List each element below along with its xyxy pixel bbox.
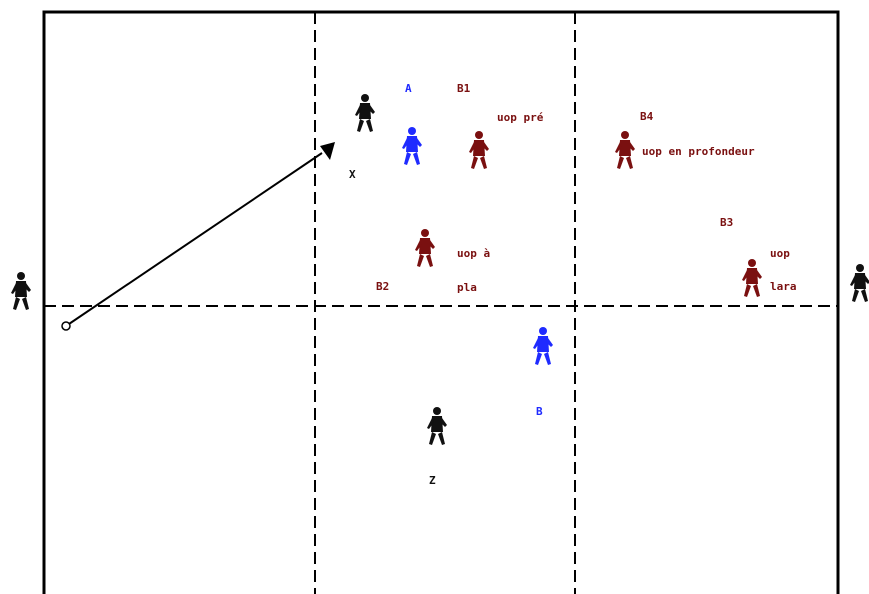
field-boundary bbox=[44, 12, 838, 594]
pass-line bbox=[66, 153, 322, 326]
player-figure-icon bbox=[415, 229, 435, 267]
player-b1-label: B1 bbox=[457, 82, 471, 95]
player-b2-note-line2: pla bbox=[457, 281, 477, 294]
player-b4-note: uop en profondeur bbox=[642, 145, 755, 158]
player-b-label: B bbox=[536, 405, 543, 418]
player-b3-note-line1: uop bbox=[770, 247, 790, 260]
player-figure-icon bbox=[427, 407, 447, 445]
player-figure-icon bbox=[615, 131, 635, 169]
player-b2-note-line1: uop à bbox=[457, 247, 490, 260]
player-figure-icon bbox=[355, 94, 375, 132]
player-b1-note: uop pré bbox=[497, 111, 544, 124]
player-b3-label: B3 bbox=[720, 216, 733, 229]
player-b3-note-line2: lara bbox=[770, 280, 797, 293]
player-z-label: Z bbox=[429, 474, 436, 487]
player-figure-icon bbox=[533, 327, 553, 365]
player-figure-icon bbox=[11, 272, 31, 310]
arrowhead-icon bbox=[320, 142, 335, 160]
player-figure-icon bbox=[742, 259, 762, 297]
player-a-label: A bbox=[405, 82, 412, 95]
player-x-label: X bbox=[349, 168, 356, 181]
ball-icon bbox=[62, 322, 70, 330]
player-figure-icon bbox=[469, 131, 489, 169]
player-figure-icon bbox=[850, 264, 869, 302]
player-b4-label: B4 bbox=[640, 110, 654, 123]
player-b2-label: B2 bbox=[376, 280, 389, 293]
player-figure-icon bbox=[402, 127, 422, 165]
